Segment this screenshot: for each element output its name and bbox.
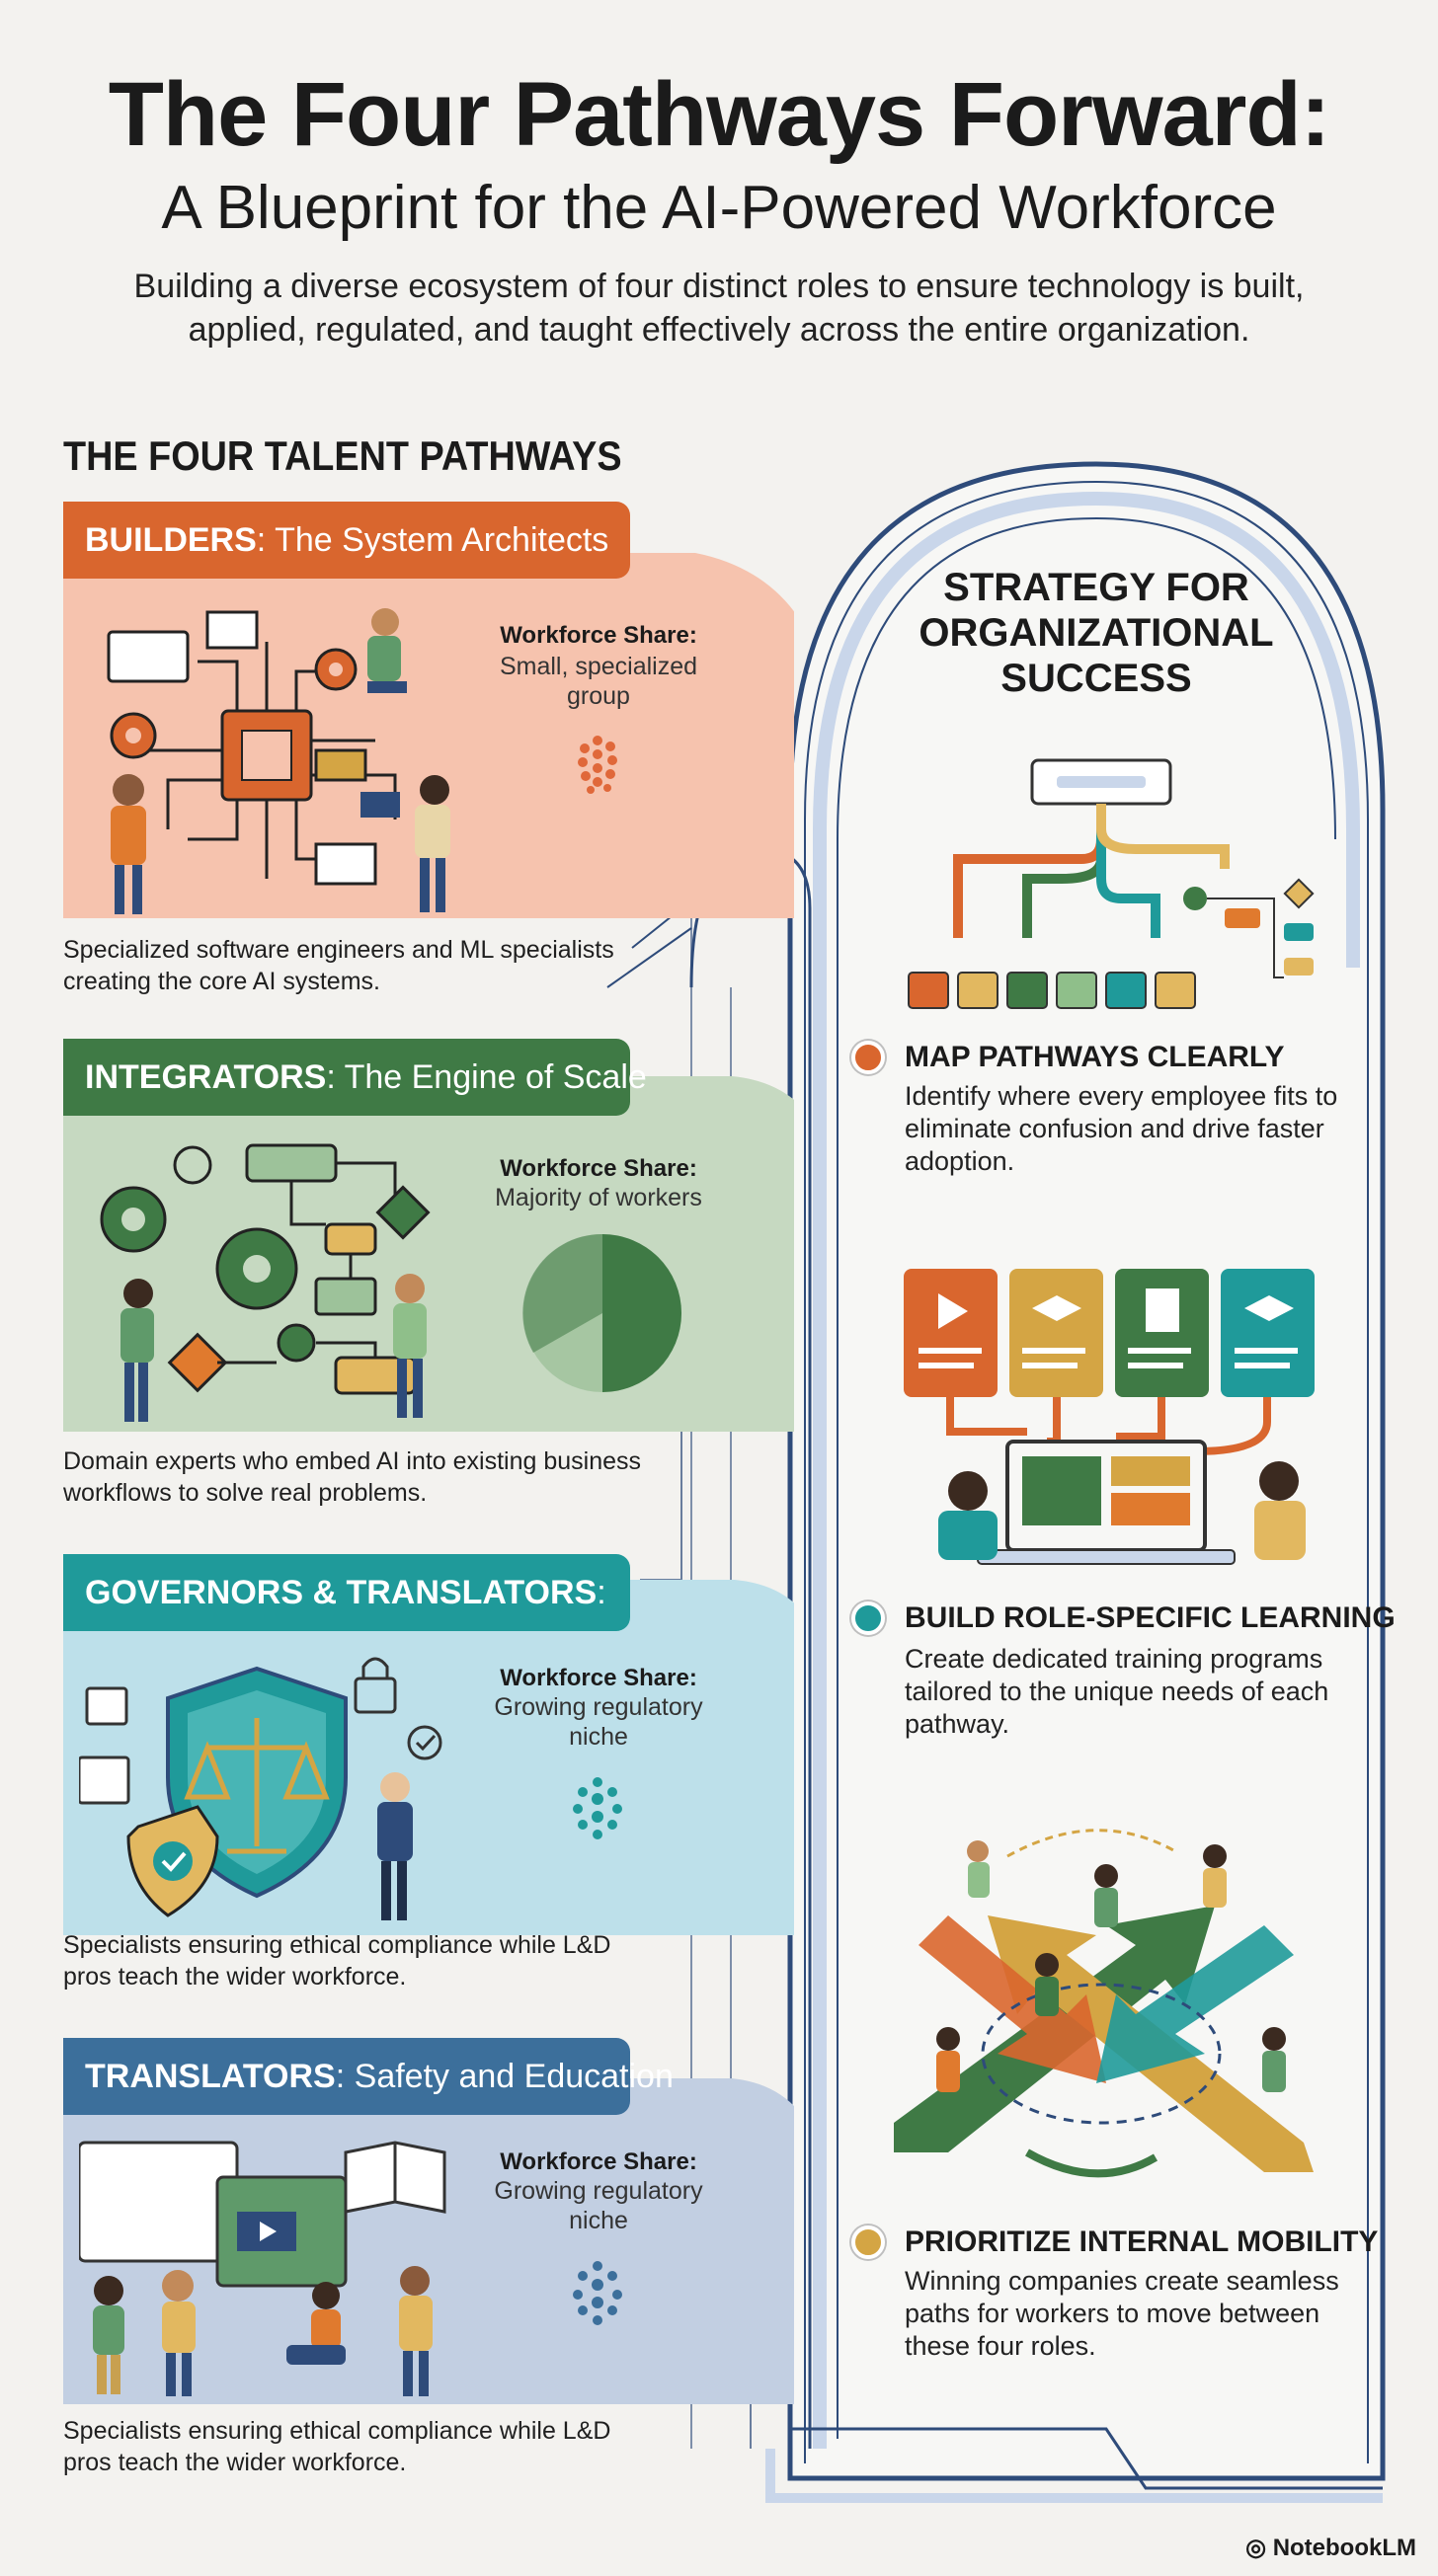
translators-share-dots <box>573 2261 622 2325</box>
translators-share-value: Growing regulatory niche <box>494 2177 703 2234</box>
gear-icon <box>173 1145 212 1185</box>
integrators-description: Domain experts who embed AI into existin… <box>63 1447 642 1507</box>
page-subtitle: A Blueprint for the AI-Powered Workforce <box>161 174 1277 242</box>
map-pathways-graphic <box>908 758 1315 1009</box>
translators-illustration <box>79 2141 446 2396</box>
intro-text: Building a diverse ecosystem of four dis… <box>133 268 1305 349</box>
integrators-illustration <box>100 1143 431 1422</box>
checkmark-icon <box>407 1725 442 1760</box>
governors-illustration <box>79 1657 442 1920</box>
translators-name: TRANSLATORS <box>85 2058 336 2095</box>
gear-icon <box>215 1227 298 1310</box>
translators-subtitle: : Safety and Education <box>335 2058 674 2095</box>
integrators-share-label: Workforce Share: <box>500 1155 697 1182</box>
flowchart-icon <box>167 1143 431 1395</box>
page-title: The Four Pathways Forward: <box>108 64 1331 165</box>
translators-tab: TRANSLATORS: Safety and Education <box>63 2038 674 2115</box>
step-1-title: MAP PATHWAYS CLEARLY <box>905 1041 1285 1073</box>
laptop-icon <box>977 1440 1236 1565</box>
book-icon <box>1115 1269 1209 1397</box>
builders-share-value: Small, specialized group <box>499 653 698 710</box>
checkmark-icon <box>126 1805 219 1917</box>
builders-illustration <box>107 608 450 914</box>
governors-description: Specialists ensuring ethical compliance … <box>63 1931 611 1991</box>
pathways-heading: THE FOUR TALENT PATHWAYS <box>63 432 622 479</box>
notebook-logo-icon: ◎ <box>1245 2535 1273 2561</box>
builders-tab: BUILDERS: The System Architects <box>63 502 630 579</box>
builders-subtitle: : The System Architects <box>256 521 609 559</box>
chip-icon <box>148 642 397 879</box>
gear-icon <box>110 712 157 759</box>
integrators-name: INTEGRATORS <box>85 1058 327 1096</box>
brand-label: ◎ NotebookLM <box>1245 2535 1416 2561</box>
video-player-icon <box>215 2175 348 2288</box>
translators-share-label: Workforce Share: <box>500 2148 697 2175</box>
governors-tab: GOVERNORS & TRANSLATORS: <box>63 1554 630 1631</box>
step-marker <box>851 1601 885 1635</box>
integrators-share-value: Majority of workers <box>495 1184 702 1211</box>
step-marker <box>851 2225 885 2259</box>
governors-share-label: Workforce Share: <box>500 1665 697 1691</box>
step-marker <box>851 1041 885 1074</box>
step-1-text: Identify where every employee fits to el… <box>905 1081 1338 1176</box>
builders-name: BUILDERS <box>85 521 257 559</box>
integrators-share-dots <box>522 1233 681 1392</box>
step-3-text: Winning companies create seamless paths … <box>905 2266 1339 2361</box>
governors-name: GOVERNORS & TRANSLATORS <box>85 1574 598 1611</box>
governors-share-dots <box>573 1777 622 1839</box>
role-learning-graphic <box>904 1269 1315 1565</box>
builders-share-dots <box>578 736 617 794</box>
laptop-icon <box>360 792 400 818</box>
step-2-title: BUILD ROLE-SPECIFIC LEARNING <box>905 1601 1396 1634</box>
book-icon <box>344 2141 446 2214</box>
translators-description: Specialists ensuring ethical compliance … <box>63 2417 611 2476</box>
graduation-cap-icon <box>1221 1269 1315 1397</box>
graduation-cap-icon <box>1009 1269 1103 1397</box>
builders-description: Specialized software engineers and ML sp… <box>63 936 614 995</box>
lock-icon <box>354 1657 397 1714</box>
step-3-title: PRIORITIZE INTERNAL MOBILITY <box>905 2225 1379 2258</box>
governors-subtitle: : <box>597 1574 606 1611</box>
integrators-subtitle: : The Engine of Scale <box>326 1058 647 1096</box>
governors-share-value: Growing regulatory niche <box>494 1693 703 1751</box>
integrators-tab: INTEGRATORS: The Engine of Scale <box>63 1039 647 1116</box>
gear-icon <box>314 648 358 691</box>
builders-share-label: Workforce Share: <box>500 622 697 649</box>
video-player-icon <box>904 1269 998 1397</box>
crossing-arrows-icon <box>894 1829 1314 2178</box>
gear-icon <box>100 1186 167 1253</box>
strategy-heading: STRATEGY FOR ORGANIZATIONAL SUCCESS <box>919 566 1274 700</box>
translators-band <box>63 2078 794 2404</box>
step-2-text: Create dedicated training programs tailo… <box>905 1644 1329 1739</box>
